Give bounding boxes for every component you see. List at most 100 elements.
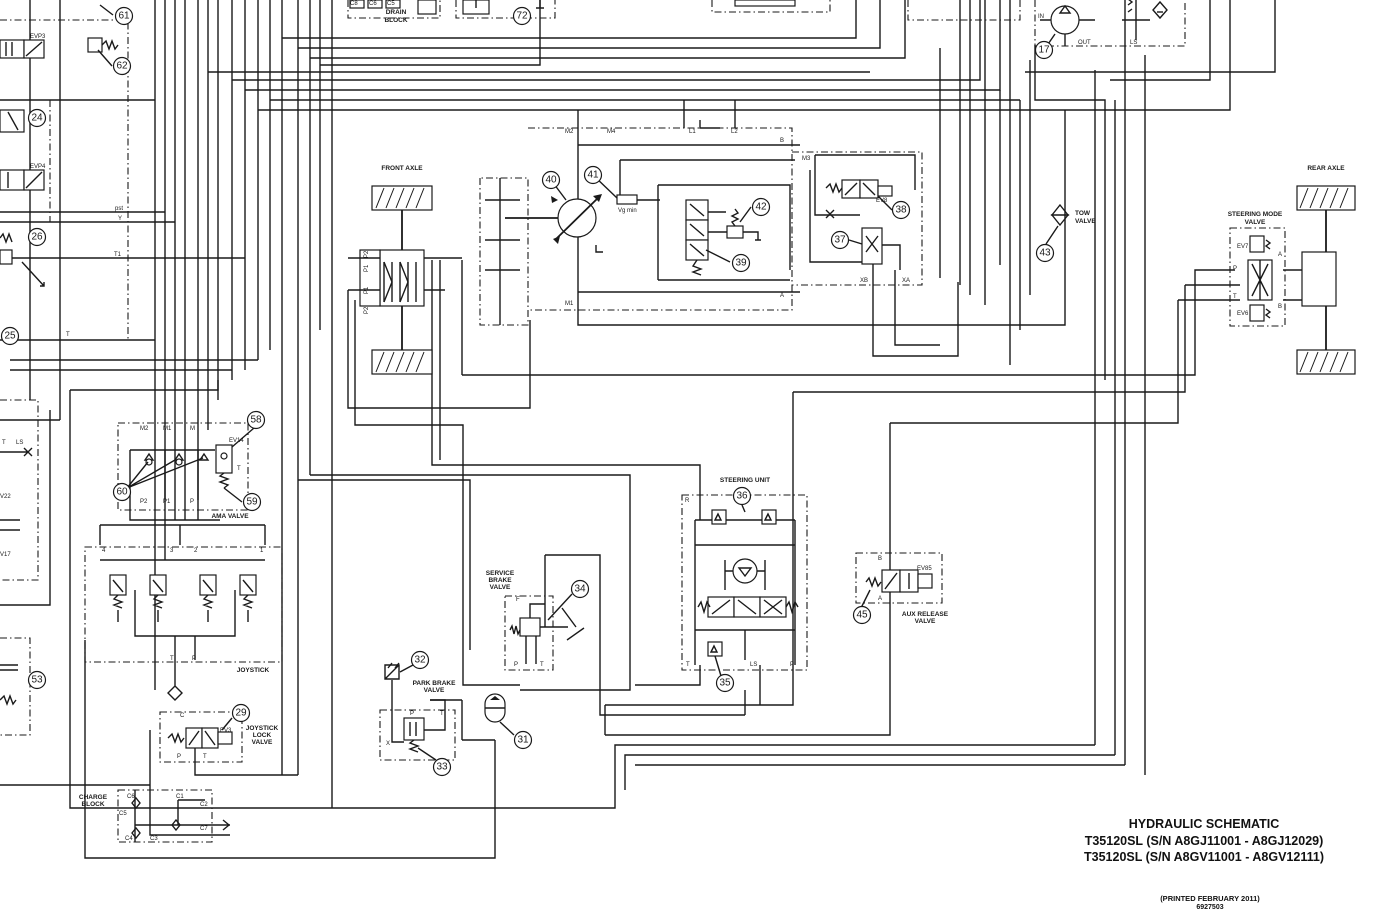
ama-valve-label: AMA VALVE (211, 513, 249, 520)
steering-unit: STEERING UNIT R T LS P (681, 477, 808, 671)
top-bus-lines (208, 0, 1276, 775)
drain-block-label-1: DRAIN (386, 9, 407, 16)
port-m-ama: M (190, 426, 195, 432)
callout-31: 31 (513, 730, 533, 750)
svg-text:24: 24 (31, 113, 43, 124)
svg-text:Y: Y (118, 216, 122, 222)
svg-text:58: 58 (250, 415, 262, 426)
port-b-aux: B (878, 556, 882, 562)
port-a-aux: A (878, 596, 882, 602)
tow-label-1: TOW (1075, 210, 1091, 217)
port-vg-min: Vg min (618, 208, 637, 214)
port-t-park: T (440, 711, 444, 717)
drain-block: C8 C6 C5 DRAIN BLOCK (347, 0, 1021, 24)
svg-text:T1: T1 (114, 252, 122, 258)
port-f: F (516, 597, 520, 603)
service-brake-label-3: VALVE (490, 584, 511, 591)
port-a-steer: A (1278, 252, 1282, 258)
joystick: 4 3 2 1 T P JOYSTICK (84, 524, 283, 701)
port-m2: M2 (565, 129, 574, 135)
svg-text:T: T (2, 440, 6, 446)
steering-mode-label-2: VALVE (1245, 219, 1266, 226)
accumulator (484, 693, 506, 723)
svg-text:39: 39 (735, 258, 747, 269)
service-brake-label-1: SERVICE (486, 570, 515, 577)
port-c5: C5 (119, 811, 127, 817)
callout-24: 24 (27, 108, 47, 128)
port-c1: C1 (176, 794, 184, 800)
port-1: 1 (260, 548, 264, 554)
svg-text:59: 59 (246, 497, 258, 508)
port-p-steer: P (1233, 266, 1237, 272)
park-brake-label-1: PARK BRAKE (413, 680, 457, 687)
svg-text:V17: V17 (0, 552, 11, 558)
port-a: A (780, 293, 784, 299)
svg-text:17: 17 (1038, 45, 1050, 56)
title-block: HYDRAULIC SCHEMATIC T35120SL (S/N A8GJ11… (1084, 817, 1324, 910)
callout-25: 25 (0, 326, 20, 346)
callout-59: 59 (242, 492, 262, 512)
ev8-block: M3 EV8 XB XA (792, 151, 959, 357)
title-line-1: HYDRAULIC SCHEMATIC (1129, 817, 1279, 831)
charge-block-label-1: CHARGE (79, 794, 108, 801)
callout-17: 17 (1034, 40, 1054, 60)
port-t-ama: T (237, 466, 241, 472)
port-3: 3 (170, 548, 174, 554)
callout-29: 29 (231, 703, 251, 723)
svg-text:T: T (66, 332, 70, 338)
port-b: B (780, 138, 784, 144)
front-axle: FRONT AXLE P2 P1 P1 P2 (348, 165, 462, 375)
port-p1-ama: P1 (163, 499, 171, 505)
travel-motor: M2 M4 L1 L2 B M1 A Vg min (479, 100, 1066, 326)
svg-text:41: 41 (587, 170, 599, 181)
port-c4: C4 (125, 836, 133, 842)
port-p-ama: P (190, 499, 194, 505)
port-ev14: EV14 (229, 438, 244, 444)
callout-45: 45 (852, 605, 872, 625)
callout-38: 38 (891, 200, 911, 220)
callout-40: 40 (541, 170, 561, 190)
tow-label-2: VALVE (1075, 218, 1096, 225)
callout-26: 26 (27, 227, 47, 247)
svg-text:34: 34 (574, 584, 586, 595)
aux-release-label-2: VALVE (915, 618, 936, 625)
callout-58: 58 (246, 410, 266, 430)
svg-text:37: 37 (834, 235, 846, 246)
svg-text:EVP4: EVP4 (30, 164, 46, 170)
svg-text:72: 72 (516, 11, 528, 22)
svg-text:C6: C6 (369, 1, 377, 7)
port-c3: C3 (150, 836, 158, 842)
callout-36: 36 (732, 486, 752, 506)
port-t-sb: T (540, 662, 544, 668)
lock-label-3: VALVE (252, 739, 273, 746)
svg-text:V22: V22 (0, 494, 11, 500)
svg-text:43: 43 (1039, 248, 1051, 259)
port-p-park: P (410, 711, 414, 717)
svg-text:45: 45 (856, 610, 868, 621)
port-c-lock: C (180, 713, 185, 719)
port-m4: M4 (607, 129, 616, 135)
port-t-lock: T (203, 754, 207, 760)
port-ls-su: LS (750, 662, 757, 668)
park-brake-valve: PARK BRAKE VALVE P T X (379, 662, 457, 761)
port-c2: C2 (200, 802, 208, 808)
front-axle-label: FRONT AXLE (381, 165, 423, 172)
port-ev85: EV85 (917, 566, 932, 572)
svg-text:32: 32 (414, 655, 426, 666)
title-line-3: T35120SL (S/N A8GV11001 - A8GV12111) (1084, 850, 1324, 864)
port-x-park: X (386, 741, 390, 747)
port-c6: C6 (127, 794, 135, 800)
port-ev8: EV8 (876, 198, 888, 204)
charge-block: CHARGE BLOCK C6 C5 C4 C1 C2 C3 C7 (79, 789, 231, 843)
port-t-su: T (686, 662, 690, 668)
svg-text:P2: P2 (364, 306, 370, 314)
svg-text:C8: C8 (350, 1, 358, 7)
port-m2-ama: M2 (140, 426, 149, 432)
port-p2-ama: P2 (140, 499, 148, 505)
svg-text:61: 61 (118, 11, 130, 22)
rear-axle-label: REAR AXLE (1307, 165, 1345, 172)
port-ls: LS (1130, 40, 1137, 46)
charge-pump: IN OUT LS (1034, 0, 1186, 47)
port-xb: XB (860, 278, 868, 284)
port-r: R (685, 498, 690, 504)
